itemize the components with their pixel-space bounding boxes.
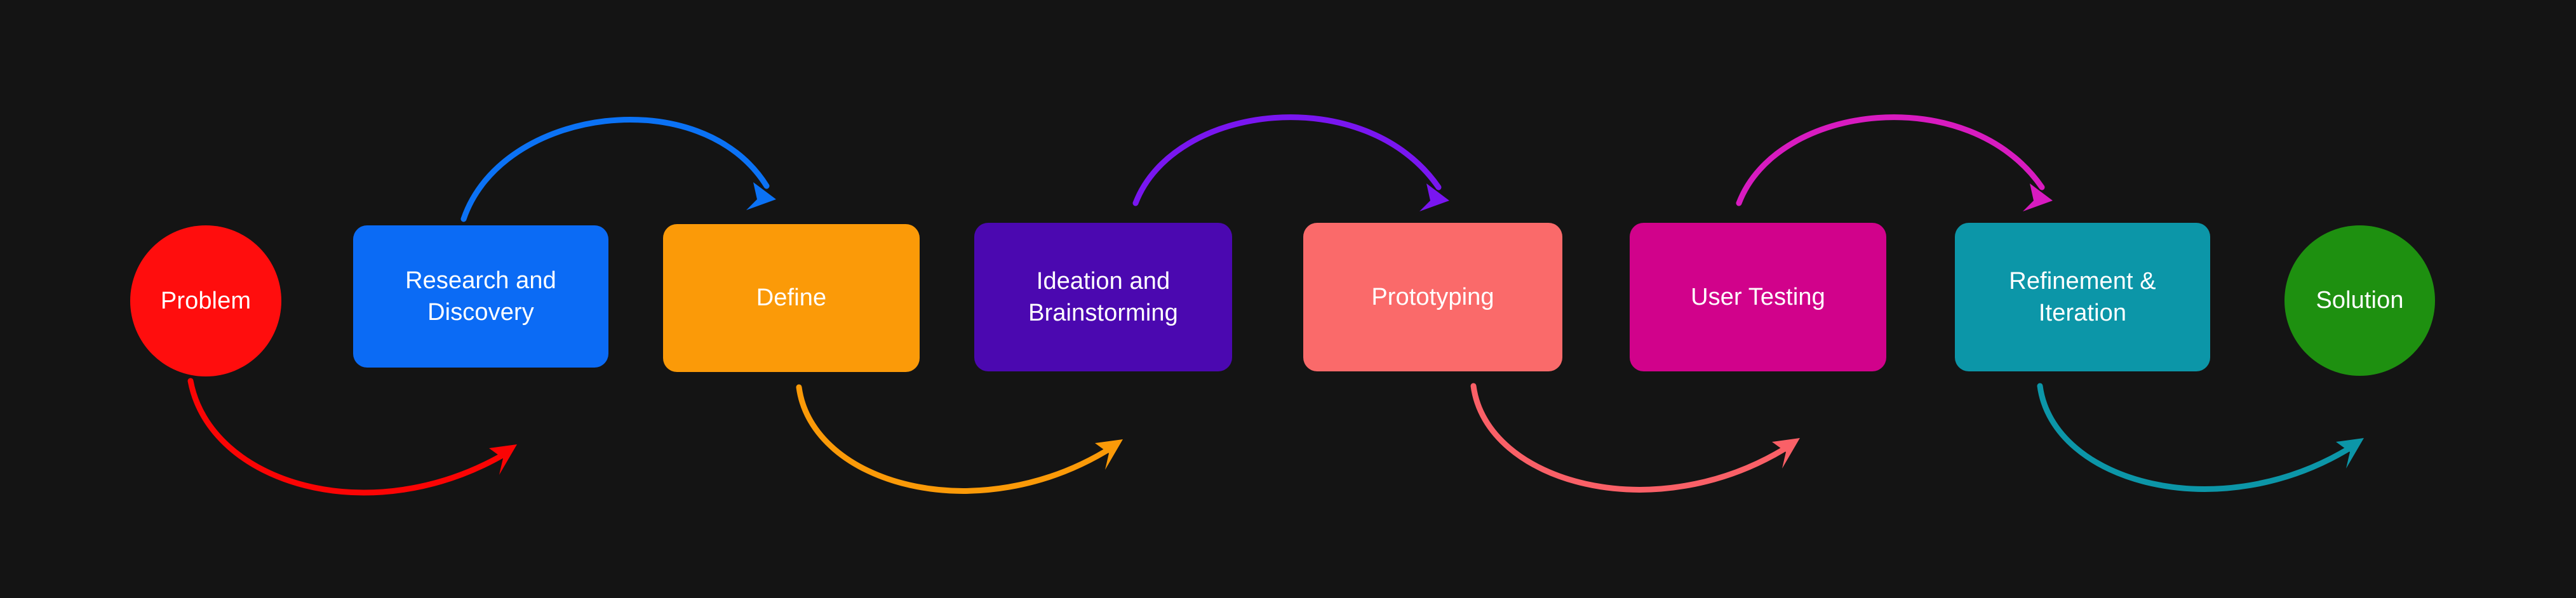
connector-user-testing-to-refinement: [1736, 114, 2053, 211]
node-ideation-and-brainstorming[interactable]: Ideation and Brainstorming: [974, 223, 1232, 371]
arrowhead-icon: [1772, 438, 1800, 468]
connector-prototyping-to-user-testing: [1470, 383, 1800, 493]
node-solution[interactable]: Solution: [2284, 225, 2435, 376]
connector-research-to-define: [460, 117, 776, 222]
connector-line: [1132, 114, 1442, 206]
node-user-testing[interactable]: User Testing: [1630, 223, 1886, 371]
node-label: Research and Discovery: [405, 267, 556, 326]
node-label: Refinement & Iteration: [2009, 267, 2156, 326]
node-define[interactable]: Define: [663, 224, 920, 372]
connector-problem-to-research: [187, 378, 517, 496]
connector-ideation-to-prototyping: [1132, 114, 1449, 211]
node-problem[interactable]: Problem: [130, 225, 281, 376]
node-label: Prototyping: [1371, 283, 1494, 310]
connector-line: [2037, 383, 2357, 492]
node-label: Problem: [160, 287, 252, 314]
node-label: Solution: [2316, 287, 2404, 314]
node-refinement-and-iteration[interactable]: Refinement & Iteration: [1955, 223, 2210, 371]
arrowhead-icon: [1095, 439, 1123, 470]
connector-line: [796, 384, 1116, 494]
connector-line: [460, 117, 770, 222]
node-prototyping[interactable]: Prototyping: [1303, 223, 1562, 371]
node-label: User Testing: [1691, 283, 1825, 310]
arrowhead-icon: [2336, 438, 2364, 468]
connector-line: [1736, 114, 2045, 206]
node-label: Define: [756, 284, 827, 312]
node-label: Ideation and Brainstorming: [1028, 267, 1178, 326]
arrowhead-icon: [489, 444, 517, 475]
connector-define-to-ideation: [796, 384, 1123, 494]
connector-refinement-to-solution: [2037, 383, 2364, 492]
connector-line: [187, 378, 511, 496]
connector-line: [1470, 383, 1793, 493]
node-research-and-discovery[interactable]: Research and Discovery: [353, 225, 608, 368]
arrowhead-icon: [746, 182, 776, 210]
arrowhead-icon: [1419, 183, 1449, 211]
arrowhead-icon: [2023, 183, 2053, 211]
